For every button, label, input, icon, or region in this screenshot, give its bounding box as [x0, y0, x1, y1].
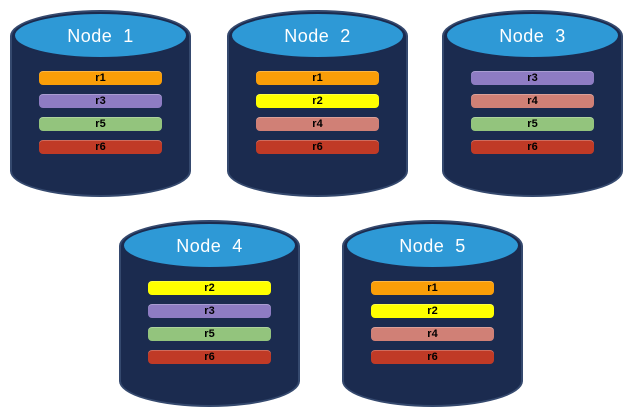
node-cylinder: Node 1 r1 r3 r5 r6 — [10, 10, 191, 197]
partition-bar: r6 — [148, 350, 271, 364]
partition-list: r3 r4 r5 r6 — [471, 71, 594, 163]
partition-bar: r3 — [39, 94, 162, 108]
node-lid — [122, 222, 297, 269]
partition-bar: r2 — [148, 281, 271, 295]
node-cylinder: Node 3 r3 r4 r5 r6 — [442, 10, 623, 197]
node-title: Node 1 — [67, 26, 134, 46]
partition-bar: r6 — [471, 140, 594, 154]
partition-bar: r2 — [371, 304, 494, 318]
node-lid — [13, 12, 188, 59]
partition-bar: r3 — [471, 71, 594, 85]
partition-bar: r3 — [148, 304, 271, 318]
node-cylinder: Node 5 r1 r2 r4 r6 — [342, 220, 523, 407]
partition-bar: r4 — [256, 117, 379, 131]
partition-list: r1 r3 r5 r6 — [39, 71, 162, 163]
partition-bar: r1 — [256, 71, 379, 85]
node-lid — [230, 12, 405, 59]
partition-list: r2 r3 r5 r6 — [148, 281, 271, 373]
partition-bar: r2 — [256, 94, 379, 108]
partition-bar: r1 — [371, 281, 494, 295]
node-cylinder: Node 2 r1 r2 r4 r6 — [227, 10, 408, 197]
partition-bar: r6 — [256, 140, 379, 154]
partition-bar: r5 — [471, 117, 594, 131]
node-title: Node 5 — [399, 236, 466, 256]
partition-list: r1 r2 r4 r6 — [256, 71, 379, 163]
node-title: Node 4 — [176, 236, 243, 256]
node-cylinder: Node 4 r2 r3 r5 r6 — [119, 220, 300, 407]
node-title: Node 2 — [284, 26, 351, 46]
partition-bar: r6 — [39, 140, 162, 154]
partition-bar: r4 — [471, 94, 594, 108]
partition-bar: r6 — [371, 350, 494, 364]
partition-bar: r5 — [148, 327, 271, 341]
node-lid — [445, 12, 620, 59]
partition-bar: r5 — [39, 117, 162, 131]
node-lid — [345, 222, 520, 269]
partition-bar: r4 — [371, 327, 494, 341]
node-title: Node 3 — [499, 26, 566, 46]
partition-list: r1 r2 r4 r6 — [371, 281, 494, 373]
partition-bar: r1 — [39, 71, 162, 85]
